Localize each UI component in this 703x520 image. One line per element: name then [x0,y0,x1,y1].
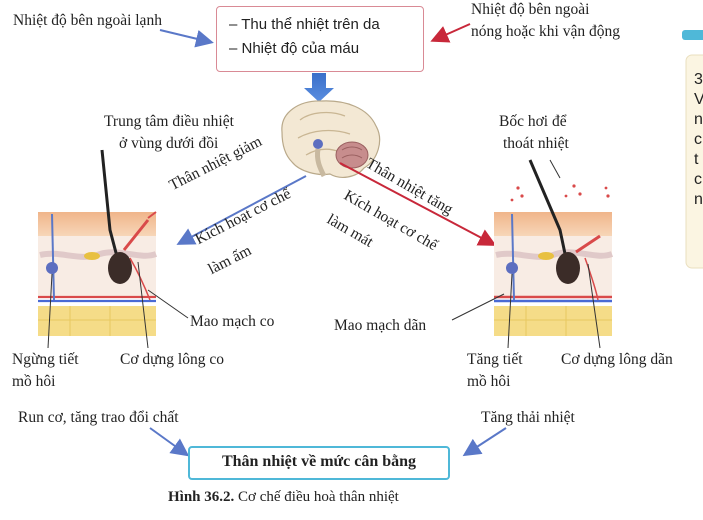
hot-trigger-arrow [430,23,471,43]
side-panel [682,30,703,269]
receptor-box: – Thu thể nhiệt trên da – Nhiệt độ của m… [216,6,424,72]
side-panel-letter: V [694,91,703,108]
thermo-center-label-2: ở vùng dưới đồi [119,135,219,152]
cold-trigger-arrow [159,29,214,48]
balance-box: Thân nhiệt về mức cân bằng [188,446,450,480]
muscle-relax-label: Cơ dựng lông dãn [561,351,673,368]
right-outcome-arrow [462,427,507,457]
capillary-dilate-label: Mao mạch dãn [334,317,427,334]
left-branch-arrow [176,175,307,245]
caption-text: Cơ chế điều hoà thân nhiệt [234,489,399,505]
thermo-center-label-1: Trung tâm điều nhiệt [104,113,234,130]
shiver-label: Run cơ, tăng trao đổi chất [18,409,179,426]
muscle-contract-label: Cơ dựng lông co [120,351,224,368]
side-panel-letter: n [694,191,703,208]
skin-right-illustration [494,159,614,336]
brain-illustration [281,100,381,178]
down-arrow [304,73,334,102]
left-outcome-arrow [149,427,190,457]
evaporation-label-2: thoát nhiệt [503,135,569,152]
cold-trigger-label: Nhiệt độ bên ngoài lạnh [13,12,162,29]
balance-label: Thân nhiệt về mức cân bằng [221,453,417,470]
receptor-line-1: – Thu thể nhiệt trên da [229,16,380,33]
side-panel-text: 3 V n c t c n [694,70,703,210]
sweat-stop-label-2: mồ hôi [12,373,56,390]
sweat-stop-label-1: Ngừng tiết [12,351,79,368]
right-branch-arrow [339,162,497,246]
figure-caption: Hình 36.2. Cơ chế điều hoà thân nhiệt [168,489,399,506]
receptor-line-2: – Nhiệt độ của máu [229,40,360,57]
caption-label: Hình 36.2. [168,489,235,505]
heat-loss-label: Tăng thải nhiệt [481,409,575,426]
side-panel-letter: n [694,111,703,128]
hot-trigger-label-1: Nhiệt độ bên ngoài [471,1,590,18]
side-panel-number: 3 [694,71,703,88]
evaporation-label-1: Bốc hơi để [499,113,567,130]
side-panel-letter: t [694,151,699,168]
skin-left-illustration [38,149,158,336]
side-panel-letter: c [694,131,702,148]
side-panel-letter: c [694,171,702,188]
sweat-increase-label-1: Tăng tiết [467,351,523,368]
sweat-increase-label-2: mồ hôi [467,373,511,390]
capillary-constrict-label: Mao mạch co [190,313,275,330]
hot-trigger-label-2: nóng hoặc khi vận động [471,23,620,40]
